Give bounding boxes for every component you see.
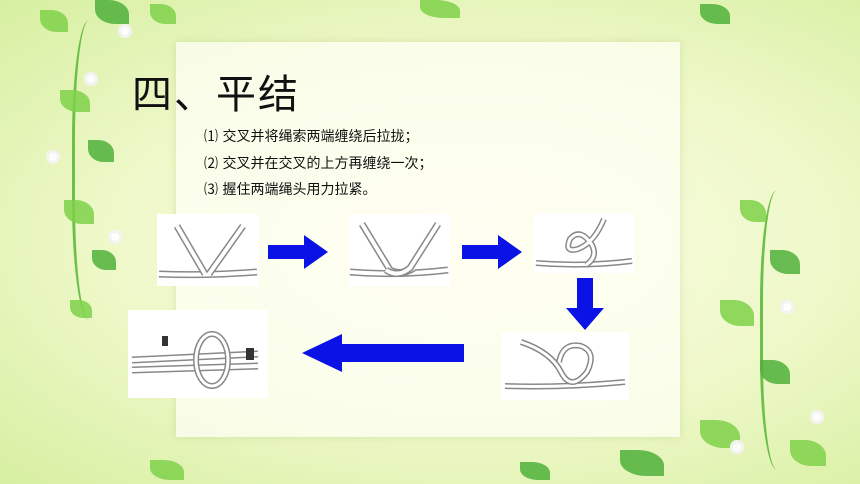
knot-step-1-image [157,214,259,286]
step-2: ⑵ 交叉并在交叉的上方再缠绕一次； [204,155,433,172]
page-title: 四、平结 [132,72,300,118]
right-arrow-icon [462,235,522,269]
step-3: ⑶ 握住两端绳头用力拉紧。 [204,182,377,198]
step-1: ⑴ 交叉并将绳索两端缠绕后拉拢； [204,129,419,145]
down-arrow-icon [566,278,604,330]
knot-step-5-image [128,310,268,398]
knot-step-3-image [534,213,634,273]
steps-list: ⑴ 交叉并将绳索两端缠绕后拉拢； ⑵ 交叉并在交叉的上方再缠绕一次； ⑶ 握住两… [204,124,432,204]
left-arrow-icon [302,334,464,372]
knot-step-4-image [501,332,629,400]
right-arrow-icon [268,235,328,269]
knot-step-2-image [348,214,450,286]
